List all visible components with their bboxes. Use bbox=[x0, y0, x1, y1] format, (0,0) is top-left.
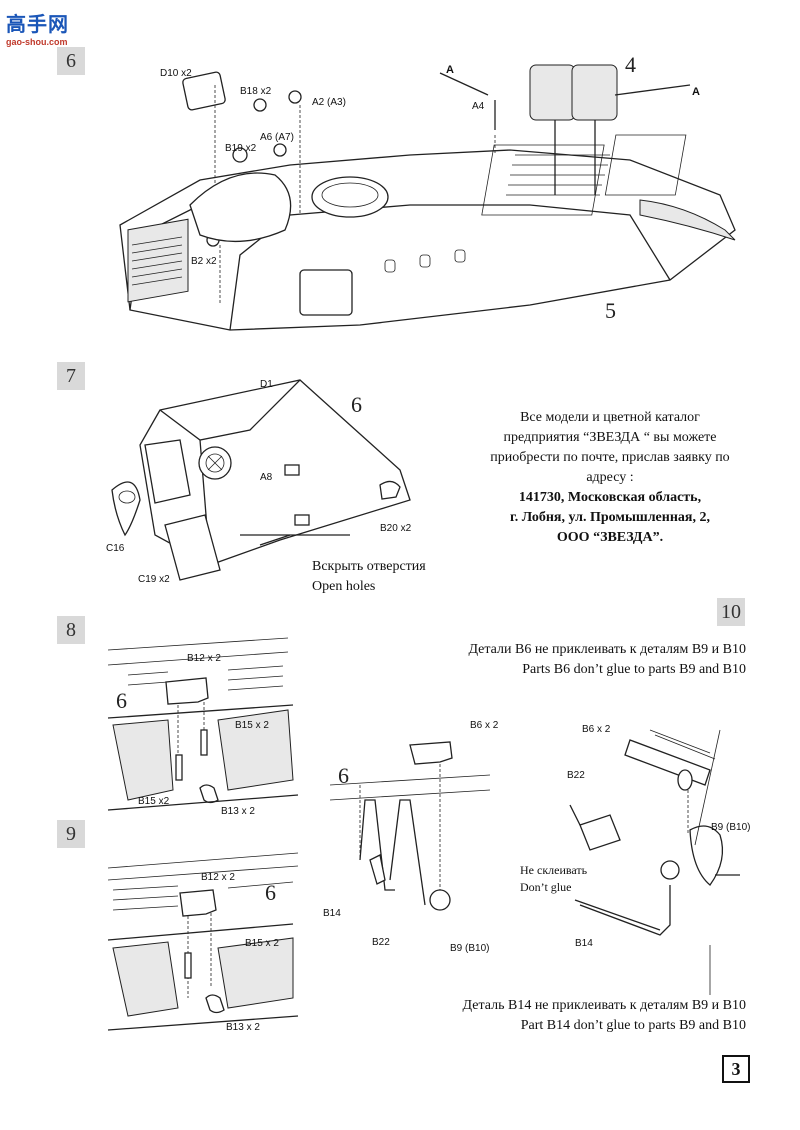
label-b22-right: B22 bbox=[567, 770, 585, 781]
marker-a-left: A bbox=[446, 64, 454, 76]
catalog-line-4: адресу : bbox=[586, 470, 634, 485]
label-c19: C19 x2 bbox=[138, 574, 170, 585]
callout-6-step9: 6 bbox=[265, 880, 276, 905]
label-b22-mid: B22 bbox=[372, 937, 390, 948]
page-number: 3 bbox=[722, 1055, 750, 1083]
label-c16: C16 bbox=[106, 543, 125, 554]
label-b14-right: B14 bbox=[575, 938, 593, 949]
open-holes-en: Open holes bbox=[312, 579, 376, 594]
watermark-logo: 高手网 gao-shou.com bbox=[6, 8, 69, 47]
catalog-line-3: приобрести по почте, прислав заявку по bbox=[490, 450, 730, 465]
label-b15-step9: B15 x 2 bbox=[245, 938, 279, 949]
catalog-line-1: Все модели и цветной каталог bbox=[520, 410, 700, 425]
label-b18: B18 x2 bbox=[240, 86, 272, 97]
step-10-badge: 10 bbox=[717, 598, 745, 626]
callout-6-step8: 6 bbox=[116, 688, 127, 713]
label-b13-step8: B13 x 2 bbox=[221, 806, 255, 817]
callout-4: 4 bbox=[625, 52, 636, 77]
callout-6-step7: 6 bbox=[351, 392, 362, 417]
label-b14-mid: B14 bbox=[323, 908, 341, 919]
note-b6-ru: Детали В6 не приклеивать к деталям В9 и … bbox=[468, 642, 746, 657]
label-b15-step8-right: B15 x 2 bbox=[235, 720, 269, 731]
label-b19: B19 x2 bbox=[225, 143, 257, 154]
no-glue-en: Don’t glue bbox=[520, 880, 572, 894]
catalog-line-7: ООО “ЗВЕЗДА”. bbox=[556, 530, 664, 545]
label-b2: B2 x2 bbox=[191, 256, 217, 267]
label-b13-step9: B13 x 2 bbox=[226, 1022, 260, 1033]
label-b6-right: B6 x 2 bbox=[582, 724, 611, 735]
label-b15-step8-left: B15 x2 bbox=[138, 796, 170, 807]
step-6-hull-drawing bbox=[119, 64, 736, 331]
callout-5: 5 bbox=[605, 298, 616, 323]
watermark-domain: gao-shou.com bbox=[6, 37, 68, 47]
step-7-hull-drawing bbox=[111, 379, 411, 581]
label-b6-mid: B6 x 2 bbox=[470, 720, 499, 731]
step-9-badge: 9 bbox=[57, 820, 85, 848]
label-a6: A6 (A7) bbox=[260, 132, 294, 143]
marker-a-right: A bbox=[692, 86, 700, 98]
watermark-chinese: 高手网 bbox=[6, 12, 69, 36]
step-6-badge: 6 bbox=[57, 47, 85, 75]
note-b14-ru: Деталь В14 не приклеивать к деталям В9 и… bbox=[462, 998, 746, 1013]
label-b9-mid: B9 (B10) bbox=[450, 943, 490, 954]
step-7-badge: 7 bbox=[57, 362, 85, 390]
callout-6-step10: 6 bbox=[338, 763, 349, 788]
note-b14-en: Part B14 don’t glue to parts B9 and B10 bbox=[520, 1018, 746, 1033]
label-b20: B20 x2 bbox=[380, 523, 412, 534]
catalog-line-5: 141730, Московская область, bbox=[518, 490, 702, 505]
label-b9-right: B9 (B10) bbox=[711, 822, 751, 833]
label-b12-step9: B12 x 2 bbox=[201, 872, 235, 883]
step-8-drawing bbox=[107, 637, 299, 811]
open-holes-ru: Вскрыть отверстия bbox=[312, 559, 426, 574]
no-glue-ru: Не склеивать bbox=[520, 863, 588, 877]
label-a4: A4 bbox=[472, 101, 485, 112]
step-10-right-drawing bbox=[569, 729, 740, 995]
step-8-badge: 8 bbox=[57, 616, 85, 644]
step-10-mid-drawing bbox=[329, 741, 491, 911]
catalog-note: Все модели и цветной каталог предприятия… bbox=[455, 408, 765, 548]
label-a2: A2 (A3) bbox=[312, 97, 346, 108]
label-b12-step8: B12 x 2 bbox=[187, 653, 221, 664]
label-d10: D10 x2 bbox=[160, 68, 192, 79]
catalog-line-6: г. Лобня, ул. Промышленная, 2, bbox=[510, 510, 710, 525]
step-9-drawing bbox=[107, 852, 299, 1031]
label-d1: D1 bbox=[260, 379, 273, 390]
label-a8: A8 bbox=[260, 472, 273, 483]
note-b6-en: Parts B6 don’t glue to parts B9 and B10 bbox=[522, 662, 746, 677]
catalog-line-2: предприятия “ЗВЕЗДА “ вы можете bbox=[503, 430, 717, 445]
